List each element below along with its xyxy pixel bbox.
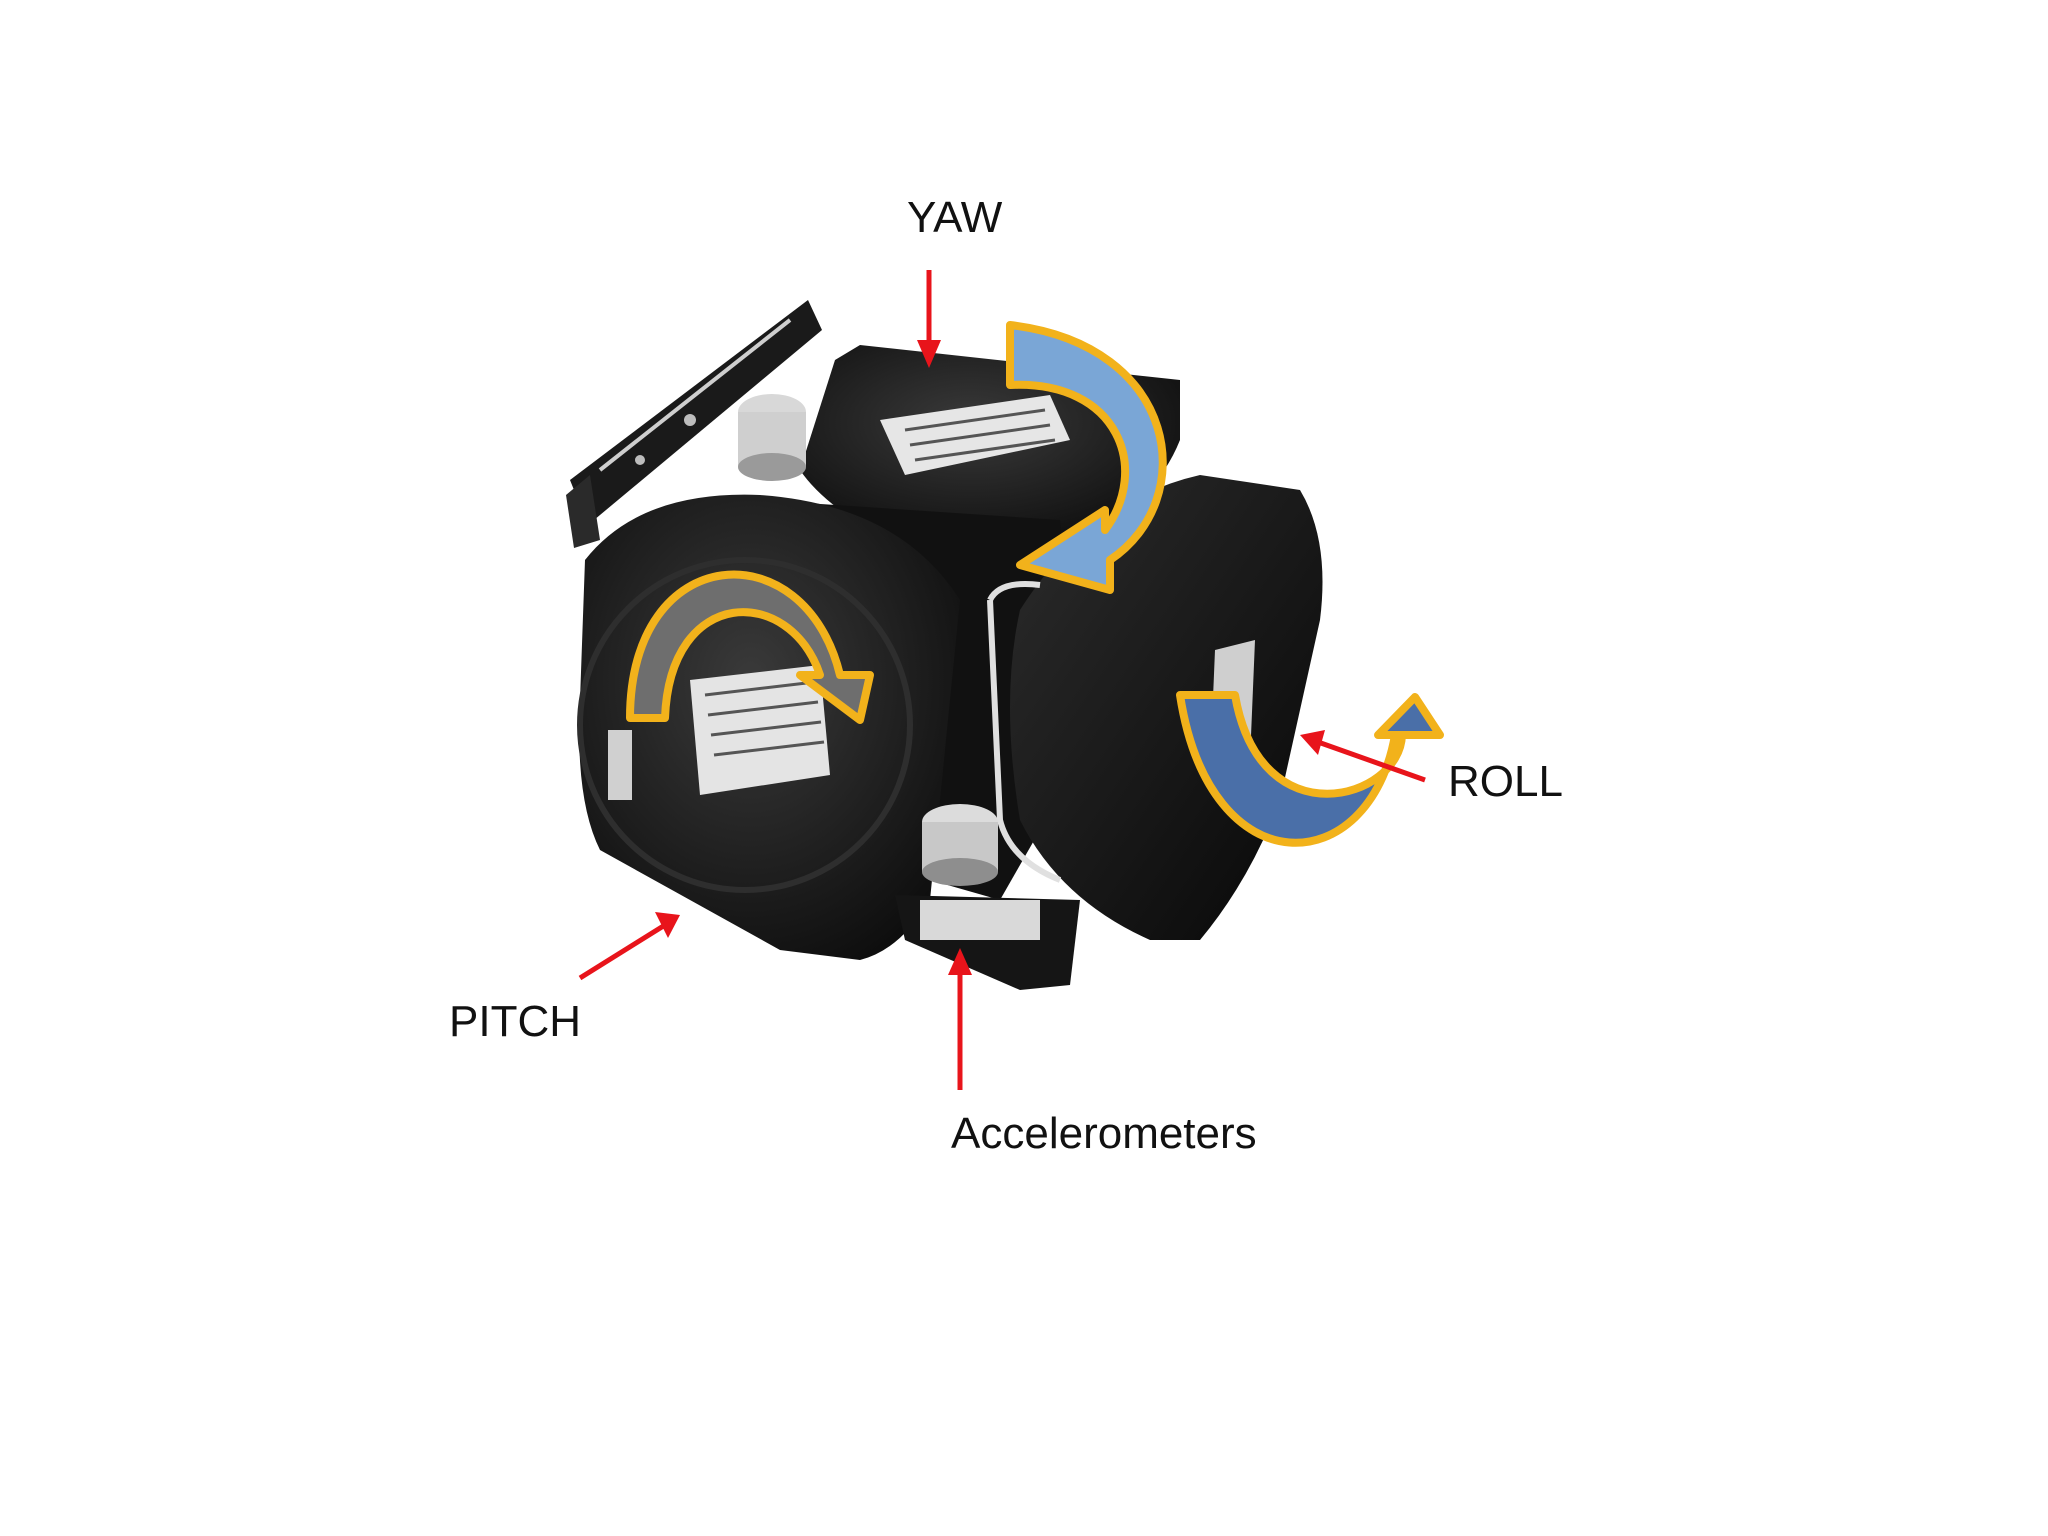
- roll-pointer-arrow-icon: [1300, 730, 1426, 783]
- accelerometers-pointer-arrow-icon: [948, 948, 972, 1090]
- accelerometer-cluster: [895, 581, 1080, 990]
- yaw-label: YAW: [907, 193, 1003, 242]
- yaw-rotation-arrow-icon: [1006, 321, 1167, 594]
- pitch-gyro-housing: [577, 494, 960, 960]
- accelerometers-label: Accelerometers: [951, 1109, 1257, 1158]
- connector-post: [738, 394, 806, 481]
- mounting-bracket: [566, 300, 822, 548]
- pitch-pointer-arrow-icon: [578, 912, 680, 981]
- yaw-pointer-arrow-icon: [917, 270, 941, 368]
- pitch-label: PITCH: [449, 997, 581, 1046]
- roll-rotation-arrow-icon: [1176, 691, 1444, 847]
- pitch-rotation-arrow-icon: [626, 570, 874, 724]
- roll-label: ROLL: [1448, 757, 1563, 806]
